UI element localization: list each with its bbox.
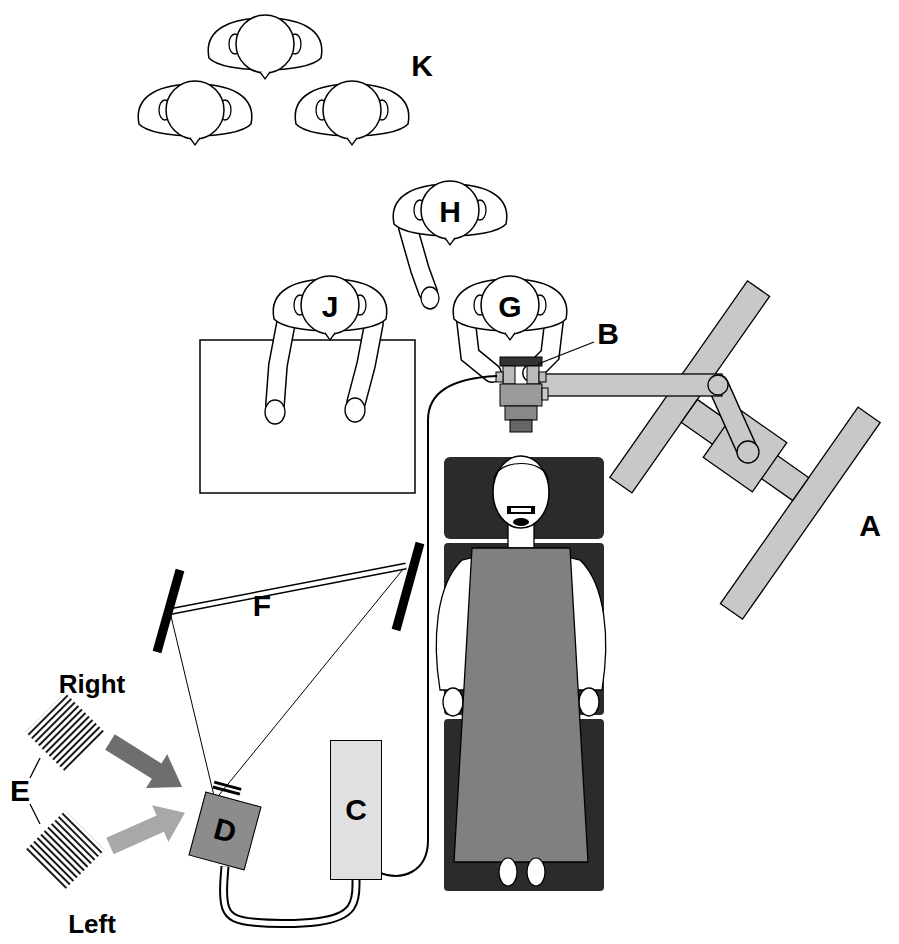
projector-filter xyxy=(212,781,241,796)
group-letter: K xyxy=(411,51,433,81)
projector-box: D xyxy=(188,792,261,871)
person-letter: H xyxy=(439,197,461,227)
part-letter: E xyxy=(10,776,30,806)
microscope xyxy=(496,357,548,432)
part-letter: F xyxy=(253,591,271,621)
nurse-figure xyxy=(265,276,387,424)
node-letter: D xyxy=(211,814,240,849)
observer-group xyxy=(138,15,409,145)
light-source-box: C xyxy=(330,740,382,880)
instrument-table xyxy=(200,340,415,493)
person-letter: J xyxy=(322,292,339,322)
person-letter: G xyxy=(498,292,521,322)
leader-line xyxy=(538,342,594,364)
part-letter: B xyxy=(597,319,619,349)
patient xyxy=(436,456,605,886)
polarizing-filter xyxy=(25,692,193,889)
surgeon-figure xyxy=(453,276,567,373)
filter-label: Left xyxy=(68,911,116,937)
node-letter: C xyxy=(345,795,367,825)
filter-label: Right xyxy=(59,671,125,697)
part-letter: A xyxy=(859,511,881,541)
